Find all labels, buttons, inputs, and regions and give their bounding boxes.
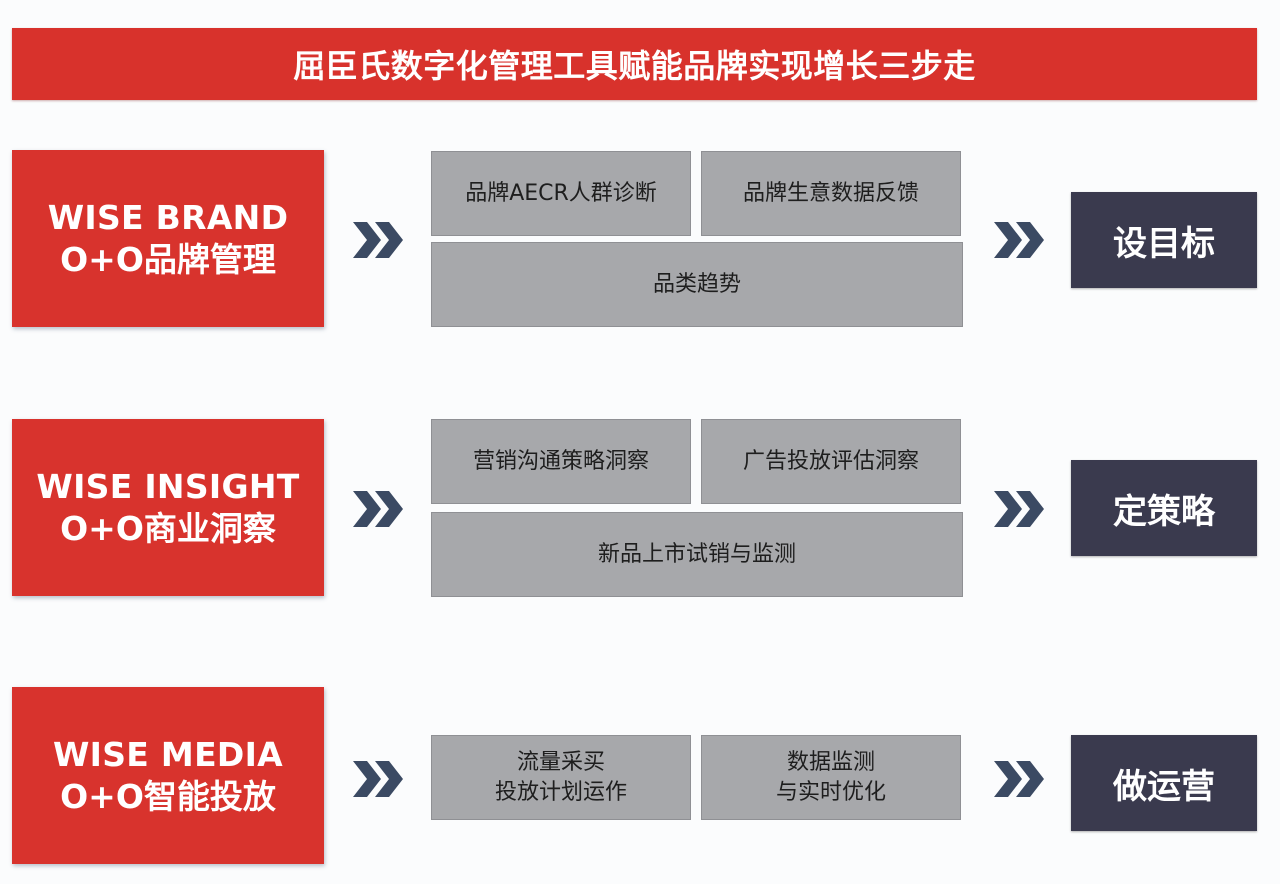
double-chevron-right-icon (351, 759, 405, 799)
feature-line: 流量采买 (516, 749, 605, 775)
outcome-set-strategy: 定策略 (1071, 460, 1257, 556)
feature-cell: 流量采买 投放计划运作 (431, 735, 691, 820)
module-wise-insight: WISE INSIGHT O+O商业洞察 (12, 419, 324, 596)
feature-cell-wide: 品类趋势 (431, 242, 963, 327)
feature-line: 与实时优化 (775, 779, 886, 805)
step-row-brand: WISE BRAND O+O品牌管理 品牌AECR人群诊断 品牌生意数据反馈 品… (0, 150, 1280, 328)
module-name-en: WISE INSIGHT (36, 467, 300, 507)
step-row-insight: WISE INSIGHT O+O商业洞察 营销沟通策略洞察 广告投放评估洞察 新… (0, 419, 1280, 597)
feature-cell: 品牌AECR人群诊断 (431, 151, 691, 236)
page-title: 屈臣氏数字化管理工具赋能品牌实现增长三步走 (12, 28, 1257, 100)
double-chevron-right-icon (992, 759, 1046, 799)
module-name-cn: O+O智能投放 (60, 776, 276, 816)
feature-line: 数据监测 (786, 749, 875, 775)
double-chevron-right-icon (992, 220, 1046, 260)
module-name-en: WISE MEDIA (52, 735, 284, 775)
module-wise-media: WISE MEDIA O+O智能投放 (12, 687, 324, 864)
feature-cell: 广告投放评估洞察 (701, 419, 961, 504)
double-chevron-right-icon (351, 489, 405, 529)
module-name-en: WISE BRAND (47, 198, 289, 238)
module-wise-brand: WISE BRAND O+O品牌管理 (12, 150, 324, 327)
outcome-do-operations: 做运营 (1071, 735, 1257, 831)
feature-line: 投放计划运作 (494, 779, 627, 805)
step-row-media: WISE MEDIA O+O智能投放 流量采买 投放计划运作 数据监测 与实时优… (0, 687, 1280, 865)
double-chevron-right-icon (351, 220, 405, 260)
module-name-cn: O+O品牌管理 (60, 239, 276, 279)
feature-cell-wide: 新品上市试销与监测 (431, 512, 963, 597)
feature-cell: 品牌生意数据反馈 (701, 151, 961, 236)
feature-cell: 数据监测 与实时优化 (701, 735, 961, 820)
outcome-set-goals: 设目标 (1071, 192, 1257, 288)
module-name-cn: O+O商业洞察 (60, 508, 276, 548)
double-chevron-right-icon (992, 489, 1046, 529)
feature-cell: 营销沟通策略洞察 (431, 419, 691, 504)
